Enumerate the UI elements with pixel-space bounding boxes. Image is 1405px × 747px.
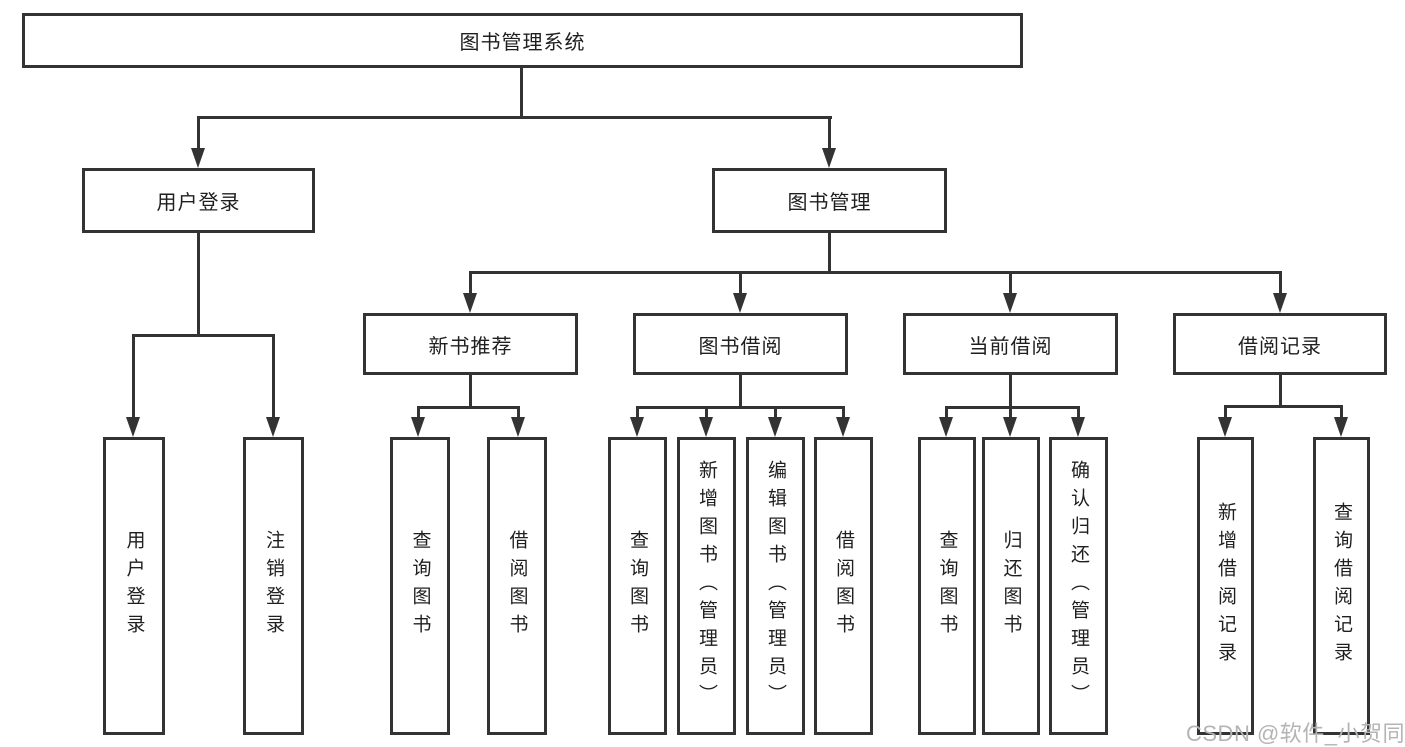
arrowhead-down-icon	[836, 417, 850, 437]
connector-hline	[132, 334, 275, 337]
node-user-login: 用户登录	[82, 168, 315, 233]
connector-vline	[1279, 271, 1282, 297]
arrowhead-down-icon	[126, 417, 140, 437]
arrowhead-down-icon	[1003, 293, 1017, 313]
arrowhead-down-icon	[768, 417, 782, 437]
leaf-query-books-recommend: 查询图书	[390, 437, 450, 735]
connector-vline	[739, 271, 742, 297]
leaf-query-borrow-record: 查询借阅记录	[1313, 437, 1370, 735]
connector-vline	[417, 406, 420, 421]
arrowhead-down-icon	[511, 417, 525, 437]
arrowhead-down-icon	[630, 417, 644, 437]
arrowhead-down-icon	[266, 417, 280, 437]
leaf-borrow-books-recommend: 借阅图书	[487, 437, 547, 735]
arrowhead-down-icon	[822, 148, 836, 168]
connector-vline	[132, 334, 135, 419]
connector-vline	[739, 375, 742, 409]
arrowhead-down-icon	[1273, 293, 1287, 313]
connector-vline	[1279, 375, 1282, 408]
leaf-return-books: 归还图书	[982, 437, 1040, 735]
node-root-system: 图书管理系统	[22, 13, 1023, 68]
leaf-borrow-books: 借阅图书	[814, 437, 873, 735]
connector-hline	[469, 271, 1282, 274]
watermark: CSDN @软件_小贺同学	[1186, 721, 1405, 746]
leaf-add-books-admin: 新增图书（管理员）	[677, 437, 736, 735]
connector-hline	[417, 406, 520, 409]
connector-vline	[636, 406, 639, 421]
arrowhead-down-icon	[1071, 417, 1085, 437]
connector-hline	[945, 406, 1080, 409]
arrowhead-down-icon	[699, 417, 713, 437]
connector-vline	[517, 406, 520, 421]
arrowhead-down-icon	[191, 148, 205, 168]
connector-vline	[945, 406, 948, 421]
connector-vline	[197, 233, 200, 336]
arrowhead-down-icon	[463, 293, 477, 313]
node-new-book-recommend: 新书推荐	[363, 313, 578, 375]
connector-hline	[197, 116, 832, 119]
leaf-edit-books-admin: 编辑图书（管理员）	[746, 437, 805, 735]
connector-vline	[197, 116, 200, 152]
node-borrowing-records: 借阅记录	[1173, 313, 1387, 375]
node-current-borrowing: 当前借阅	[903, 313, 1118, 375]
node-book-management: 图书管理	[712, 168, 947, 233]
leaf-logout: 注销登录	[243, 437, 304, 735]
connector-vline	[1009, 406, 1012, 421]
connector-vline	[828, 116, 831, 152]
leaf-confirm-return-admin: 确认归还（管理员）	[1049, 437, 1108, 735]
connector-vline	[842, 406, 845, 421]
connector-hline	[1224, 405, 1343, 408]
arrowhead-down-icon	[411, 417, 425, 437]
arrowhead-down-icon	[1334, 417, 1348, 437]
arrowhead-down-icon	[939, 417, 953, 437]
leaf-query-books-borrowing: 查询图书	[608, 437, 667, 735]
connector-vline	[469, 271, 472, 297]
connector-vline	[705, 406, 708, 421]
connector-vline	[1224, 405, 1227, 421]
leaf-user-login: 用户登录	[103, 437, 165, 735]
arrowhead-down-icon	[1003, 417, 1017, 437]
connector-vline	[1077, 406, 1080, 421]
node-book-borrowing: 图书借阅	[633, 313, 848, 375]
connector-vline	[272, 334, 275, 419]
connector-vline	[1009, 271, 1012, 297]
arrowhead-down-icon	[1218, 417, 1232, 437]
arrowhead-down-icon	[733, 293, 747, 313]
leaf-query-books-current: 查询图书	[918, 437, 976, 735]
connector-vline	[469, 375, 472, 409]
connector-vline	[1009, 375, 1012, 409]
connector-vline	[774, 406, 777, 421]
connector-vline	[520, 66, 523, 118]
leaf-add-borrow-record: 新增借阅记录	[1197, 437, 1254, 735]
connector-vline	[828, 233, 831, 274]
connector-vline	[1340, 405, 1343, 421]
connector-hline	[636, 406, 845, 409]
